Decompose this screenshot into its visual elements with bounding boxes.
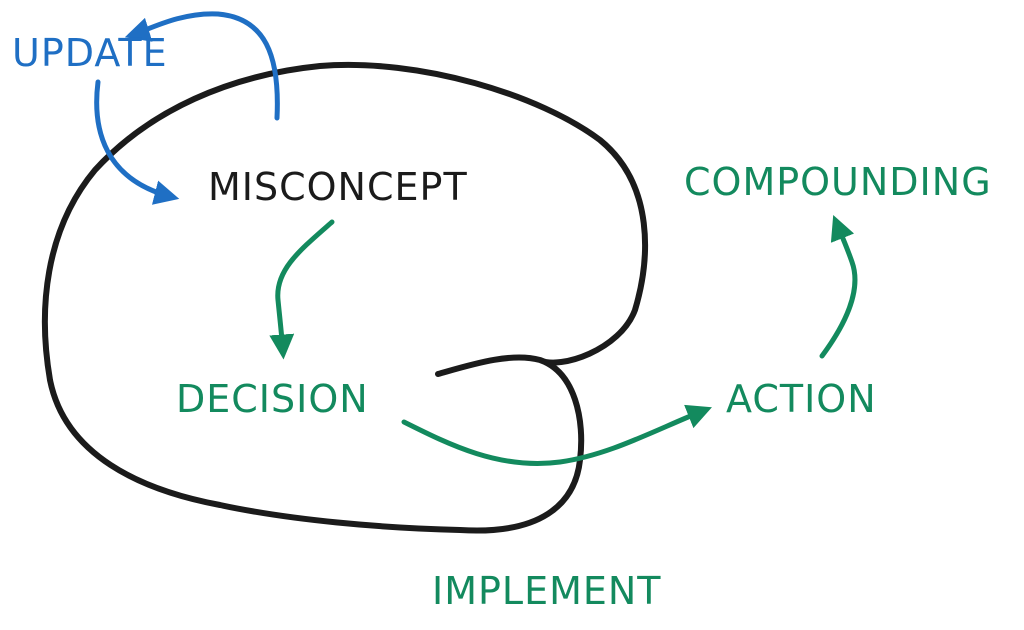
update-arrow (124, 11, 280, 121)
compounding-label: COMPOUNDING (684, 160, 992, 204)
action-to-compounding-arrow (819, 215, 858, 359)
action-label: ACTION (726, 377, 877, 421)
implement-label: IMPLEMENT (432, 569, 662, 613)
update-arrow-return (94, 79, 180, 205)
misconcept-label: MISCONCEPT (208, 165, 468, 209)
decision-label: DECISION (176, 377, 369, 421)
misconcept-to-decision-arrow (269, 219, 335, 360)
update-label: UPDATE (12, 31, 168, 75)
decision-to-action-arrow (401, 404, 712, 466)
